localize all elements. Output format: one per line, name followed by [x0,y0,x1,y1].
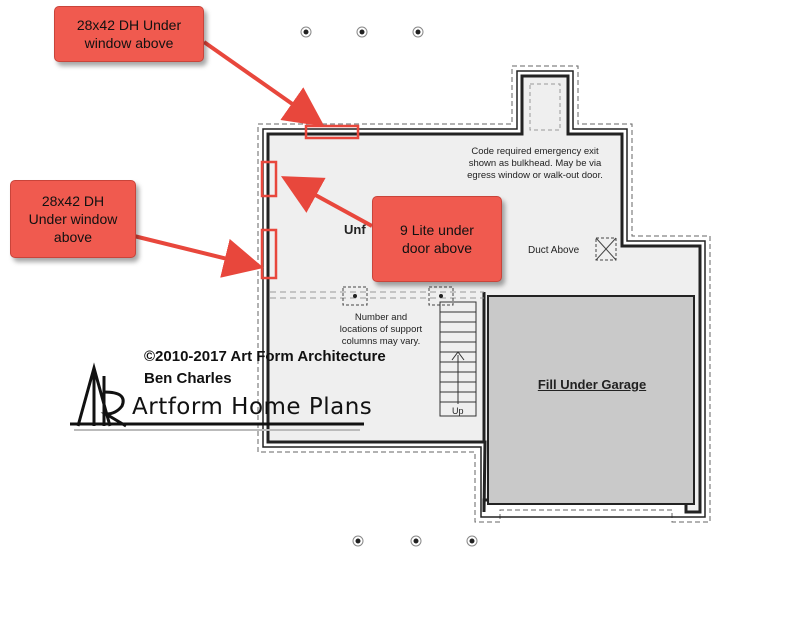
duct-label: Duct Above [528,245,580,256]
footing-outline [257,65,711,523]
callout-left-window: 28x42 DH Under window above [10,180,136,258]
garage-area [487,295,695,505]
garage-label: Fill Under Garage [537,377,647,392]
stairs [439,301,477,417]
copyright-text: ©2010-2017 Art Form Architecture [144,348,386,365]
room-label-partial: Unf [344,222,366,237]
artform-logo-mark [76,362,127,428]
author-text: Ben Charles [144,370,232,387]
top-window-marker [304,124,360,140]
arrow-top-window [202,40,325,127]
survey-markers [300,26,478,547]
arrow-door [280,176,373,228]
duct-symbol [595,237,617,261]
support-columns-note: Number and locations of support columns … [339,312,423,347]
brand-name: Artform Home Plans [132,394,373,420]
callout-door: 9 Lite under door above [372,196,502,282]
callout-top-window: 28x42 DH Under window above [54,6,204,62]
emergency-exit-note: Code required emergency exit shown as bu… [467,146,603,181]
arrow-left-window [133,234,264,278]
stairs-up-label: Up [452,406,464,416]
